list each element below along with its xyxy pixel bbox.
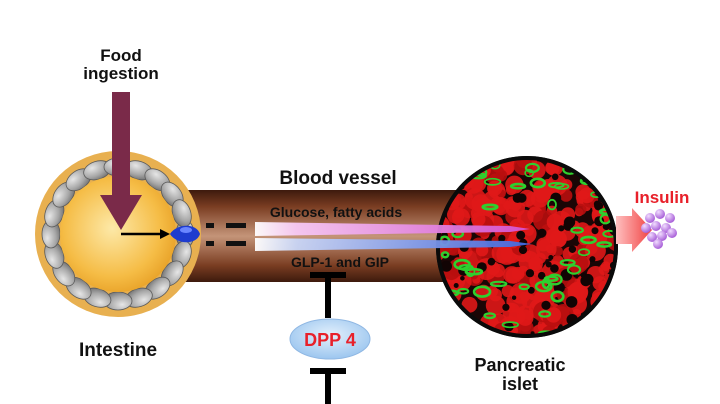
secretion-arrow: [121, 229, 170, 239]
intestine-label: Intestine: [79, 340, 157, 361]
insulin-arrow: [616, 208, 652, 252]
dpp4-inhibition-bar-bottom: [310, 368, 346, 404]
glucose-label: Glucose, fatty acids: [270, 204, 402, 220]
insulin-granules: [641, 209, 677, 249]
dpp4-ellipse: [289, 318, 371, 360]
dpp4-label: DPP 4: [304, 330, 356, 350]
insulin-granule: [645, 213, 655, 223]
glp1-gip-label: GLP-1 and GIP: [291, 254, 389, 270]
enteroendocrine-cell: [170, 225, 200, 243]
blood-vessel-label: Blood vessel: [279, 168, 396, 189]
insulin-granule: [655, 209, 665, 219]
pancreatic-islet: [436, 156, 618, 338]
glp1-gip-beam: [255, 238, 532, 251]
insulin-granule: [651, 221, 661, 231]
pancreatic-label-line2: islet: [502, 374, 538, 394]
food-label-line1: Food: [100, 46, 142, 65]
insulin-granule: [647, 232, 657, 242]
insulin-label: Insulin: [635, 188, 690, 207]
intestine-cross-section: [35, 151, 201, 317]
pancreatic-label-line1: Pancreatic: [474, 355, 565, 375]
food-label-line2: ingestion: [83, 64, 159, 83]
insulin-granule: [665, 213, 675, 223]
food-ingestion-arrow: [100, 92, 142, 230]
vessel-entry-markers: [206, 223, 246, 246]
insulin-granule: [653, 239, 663, 249]
insulin-granule: [667, 228, 677, 238]
dpp4-inhibition-bar-top: [310, 272, 346, 318]
glucose-fatty-acids-beam: [255, 222, 530, 236]
insulin-granule: [641, 223, 651, 233]
insulin-granule: [657, 231, 667, 241]
